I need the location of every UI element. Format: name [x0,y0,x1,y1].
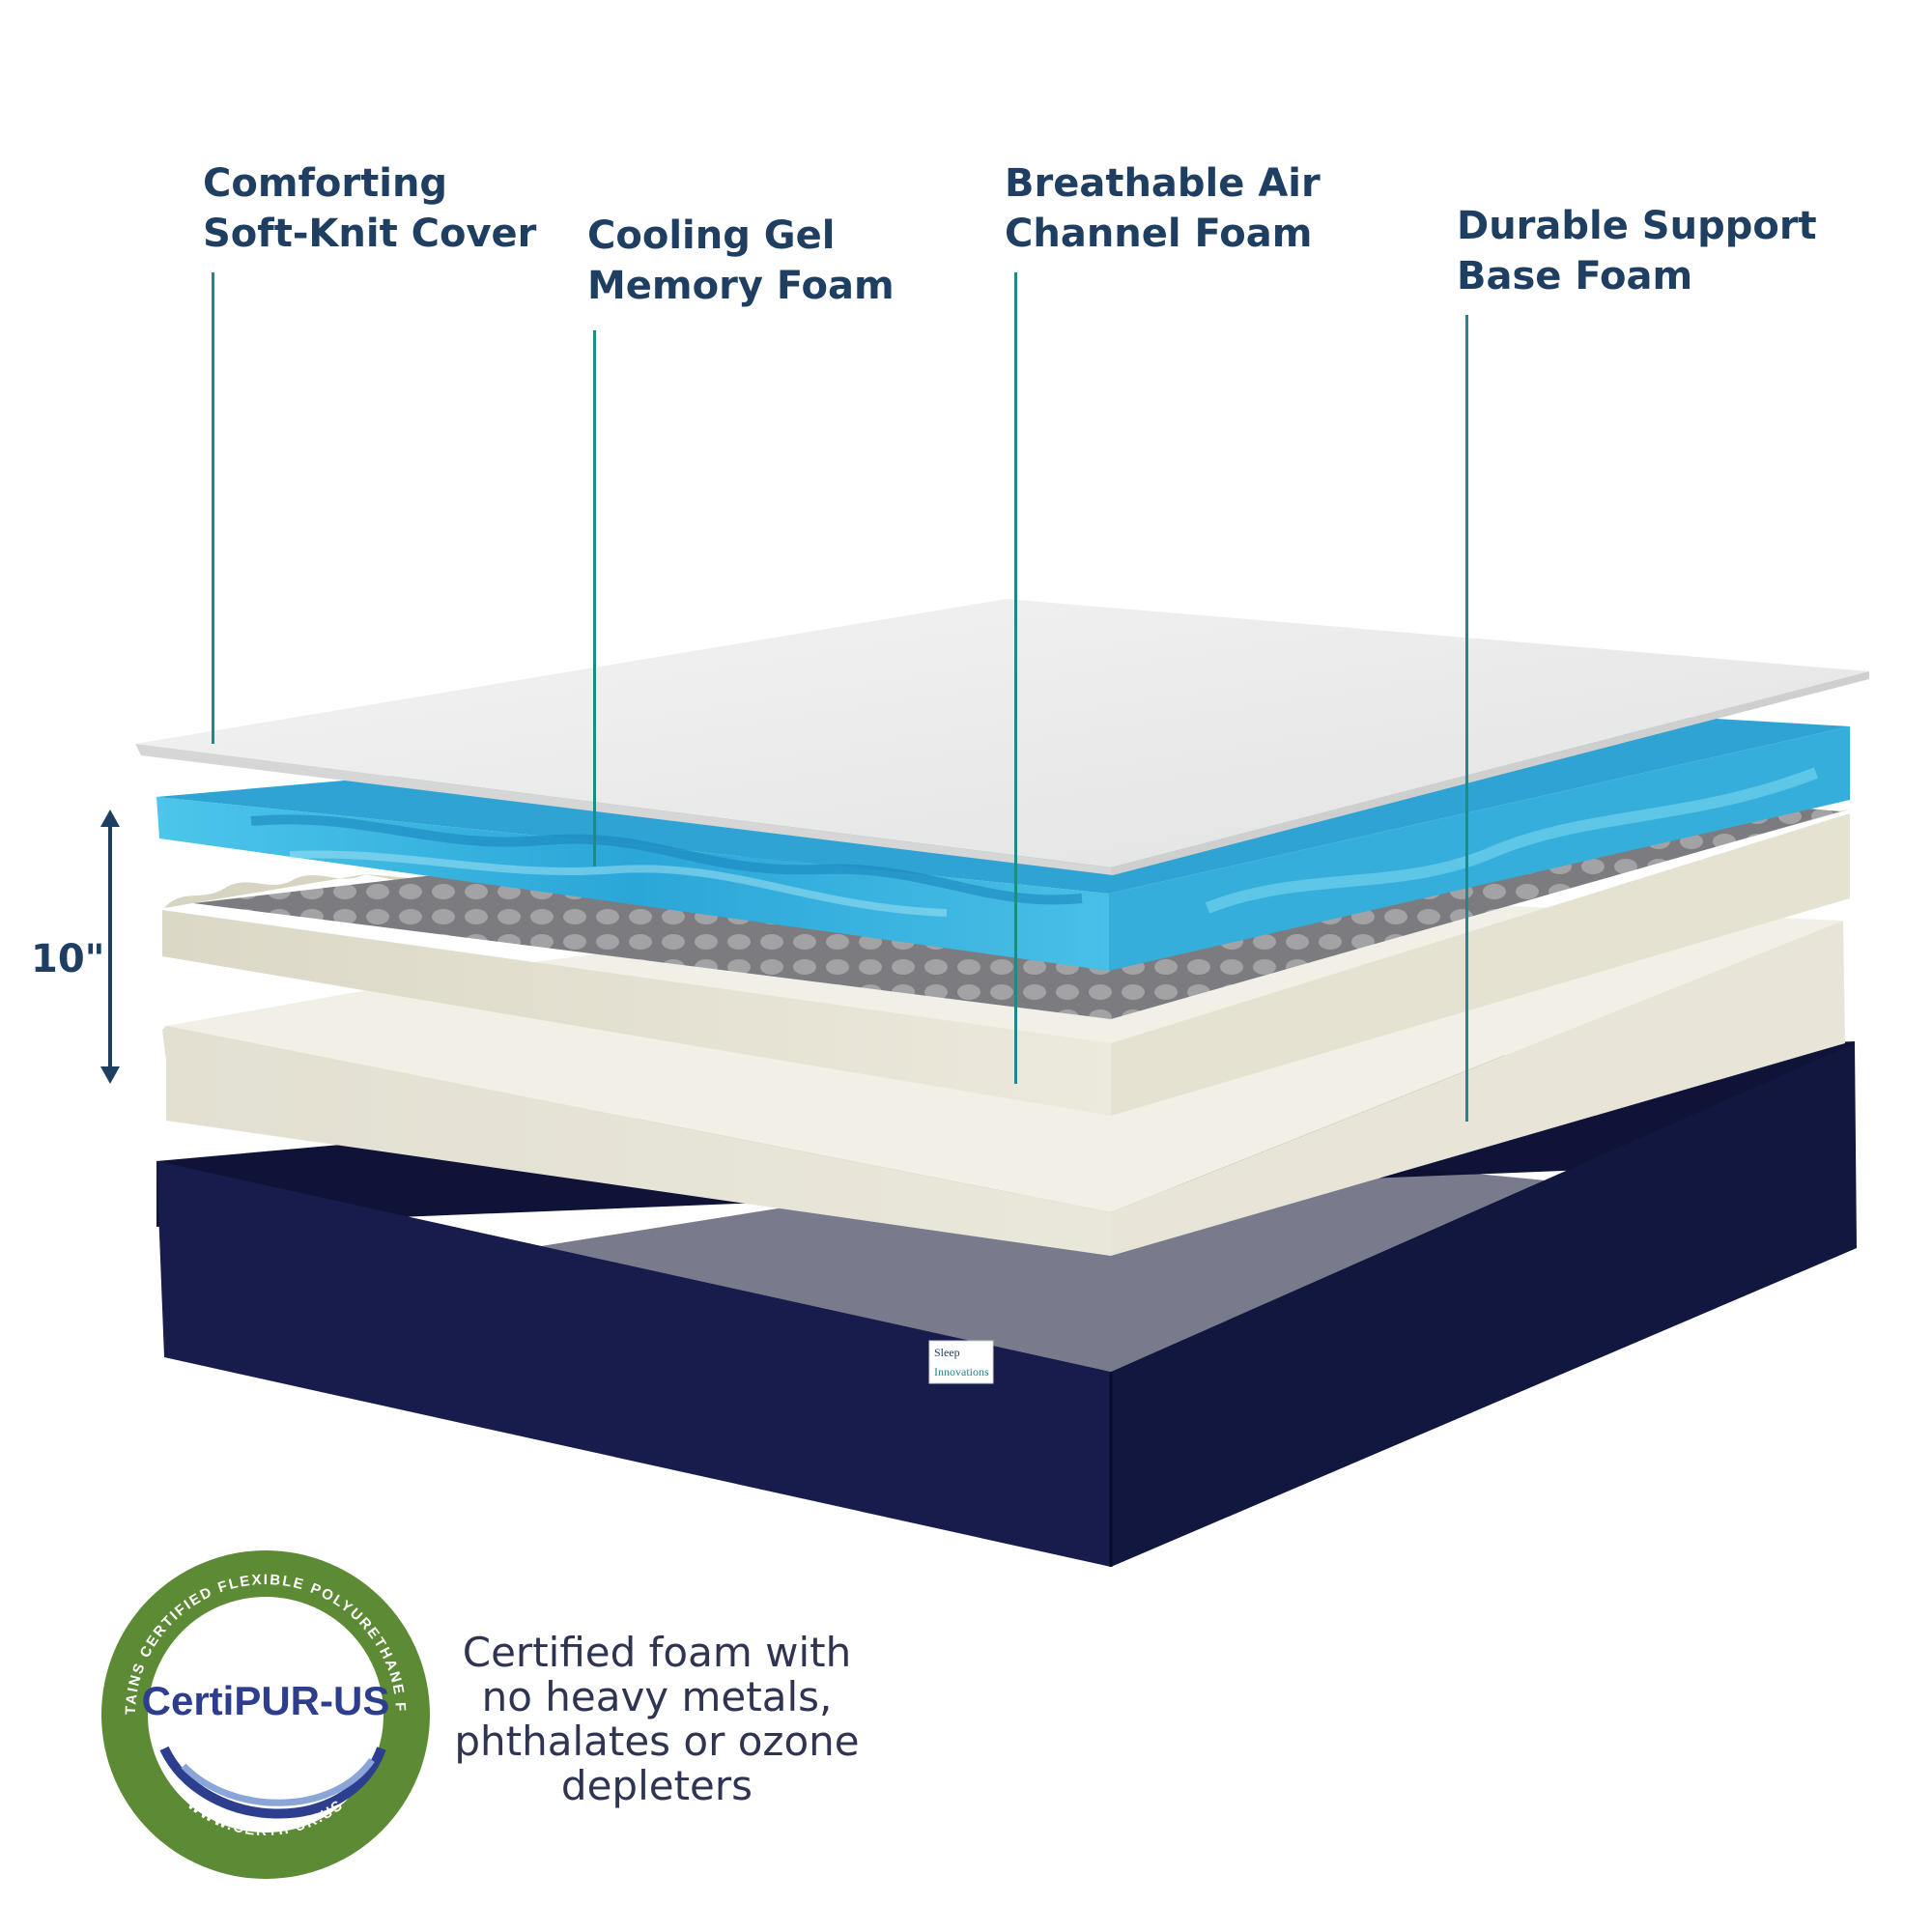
height-label: 10" [31,937,105,981]
air-leader-line [1014,272,1017,1084]
brand-line1: Sleep [934,1346,960,1359]
brand-line2: Innovations [934,1365,989,1378]
certification-description: Certified foam with no heavy metals, pht… [454,1629,860,1809]
gel-leader-line [593,330,596,867]
gel-label: Cooling Gel Memory Foam [587,213,895,308]
cover-leader-line [212,272,214,744]
air-label: Breathable Air Channel Foam [1005,161,1321,256]
cover-label: Comforting Soft-Knit Cover [203,161,537,256]
base-label: Durable Support Base Foam [1457,204,1817,298]
base-leader-line [1465,315,1468,1122]
certipur-logo-text: CertiPUR-US [142,1678,390,1723]
height-dimension-arrow [100,810,120,1084]
brand-tag: Sleep Innovations [928,1340,994,1384]
cover-layer [135,599,1869,875]
